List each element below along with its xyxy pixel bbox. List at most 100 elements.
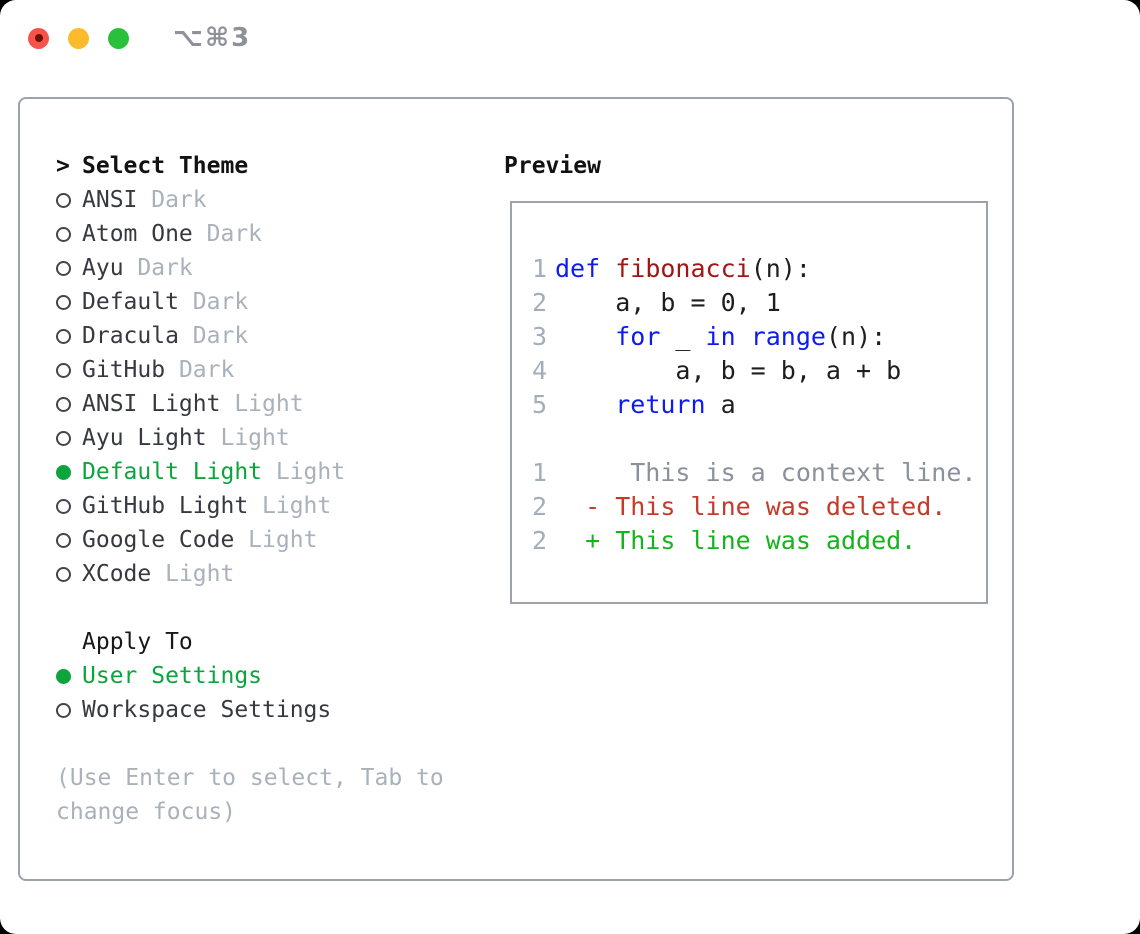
radio-icon bbox=[56, 464, 71, 480]
theme-item-6[interactable]: ANSI Light Light bbox=[56, 387, 496, 421]
code-line-3: 4 a, b = b, a + b bbox=[532, 354, 986, 388]
radio-cell bbox=[56, 260, 82, 276]
code-segment: in bbox=[705, 322, 736, 351]
minimize-button-icon[interactable] bbox=[68, 27, 89, 49]
theme-item-11[interactable]: XCode Light bbox=[56, 557, 496, 591]
window-shortcut-label: ⌥⌘3 bbox=[173, 23, 252, 53]
line-number: 5 bbox=[532, 390, 548, 419]
theme-variant: Light bbox=[234, 527, 318, 553]
apply-option-label: User Settings bbox=[82, 663, 263, 689]
line-number: 3 bbox=[532, 322, 548, 351]
radio-cell bbox=[56, 226, 82, 242]
close-dot-icon bbox=[34, 34, 43, 42]
radio-cell bbox=[56, 668, 82, 684]
code-segment: def bbox=[555, 254, 601, 283]
code-segment: return bbox=[615, 390, 706, 419]
theme-list-title: Select Theme bbox=[82, 153, 249, 179]
cursor-cell: > bbox=[56, 153, 82, 179]
line-number: 1 bbox=[532, 458, 548, 487]
code-segment: (n): bbox=[825, 322, 887, 351]
theme-variant: Light bbox=[151, 561, 235, 587]
theme-name: GitHub bbox=[82, 357, 166, 383]
theme-name: Ayu bbox=[82, 255, 124, 281]
radio-icon bbox=[56, 294, 71, 310]
theme-name: Google Code bbox=[82, 527, 235, 553]
code-segment: a bbox=[705, 390, 736, 419]
cursor-icon: > bbox=[56, 153, 70, 179]
theme-name: Atom One bbox=[82, 221, 193, 247]
radio-cell bbox=[56, 328, 82, 344]
code-segment: (n): bbox=[750, 254, 811, 283]
theme-name: ANSI bbox=[82, 187, 138, 213]
code-line-7: 2 - This line was deleted. bbox=[532, 490, 986, 524]
apply-option-label: Workspace Settings bbox=[82, 697, 332, 723]
code-segment: _ bbox=[660, 322, 706, 351]
radio-icon bbox=[56, 498, 71, 514]
radio-cell bbox=[56, 702, 82, 718]
line-number: 2 bbox=[532, 288, 548, 317]
theme-variant: Light bbox=[248, 493, 332, 519]
code-segment: range bbox=[750, 322, 826, 351]
line-number: 4 bbox=[532, 356, 548, 385]
code-line-8: 2 + This line was added. bbox=[532, 524, 986, 558]
theme-variant: Light bbox=[206, 425, 290, 451]
radio-icon bbox=[56, 702, 71, 718]
apply-option-0[interactable]: User Settings bbox=[56, 659, 496, 693]
theme-name: GitHub Light bbox=[82, 493, 249, 519]
radio-icon bbox=[56, 566, 71, 582]
line-number: 2 bbox=[532, 492, 548, 521]
radio-icon bbox=[56, 362, 71, 378]
radio-cell bbox=[56, 192, 82, 208]
theme-item-1[interactable]: Atom One Dark bbox=[56, 217, 496, 251]
code-segment: a, b = 0, 1 bbox=[555, 288, 781, 317]
theme-variant: Dark bbox=[192, 221, 263, 247]
traffic-lights bbox=[28, 27, 129, 49]
theme-variant: Dark bbox=[123, 255, 193, 281]
theme-variant: Light bbox=[220, 391, 304, 417]
code-segment: a, b = b, a + b bbox=[555, 356, 902, 385]
code-segment bbox=[555, 390, 615, 419]
theme-item-0[interactable]: ANSI Dark bbox=[56, 183, 496, 217]
theme-name: Ayu Light bbox=[82, 425, 207, 451]
theme-item-8[interactable]: Default Light Light bbox=[56, 455, 496, 489]
titlebar: ⌥⌘3 bbox=[0, 0, 1140, 76]
code-segment: for bbox=[615, 322, 661, 351]
theme-item-10[interactable]: Google Code Light bbox=[56, 523, 496, 557]
line-number: 1 bbox=[532, 254, 548, 283]
spacer bbox=[56, 591, 496, 625]
theme-item-2[interactable]: Ayu Dark bbox=[56, 251, 496, 285]
radio-cell bbox=[56, 396, 82, 412]
radio-icon bbox=[56, 226, 71, 242]
code-line-6: 1 This is a context line. bbox=[532, 456, 986, 490]
radio-cell bbox=[56, 566, 82, 582]
zoom-button-icon[interactable] bbox=[108, 27, 129, 49]
code-line-1: 2 a, b = 0, 1 bbox=[532, 286, 986, 320]
radio-icon bbox=[56, 532, 71, 548]
code-line-2: 3 for _ in range(n): bbox=[532, 320, 986, 354]
apply-to-header: Apply To bbox=[56, 625, 496, 659]
theme-variant: Light bbox=[262, 459, 346, 485]
radio-icon bbox=[56, 396, 71, 412]
theme-name: Default bbox=[82, 289, 179, 315]
radio-icon bbox=[56, 192, 71, 208]
code-segment: This is a context line. bbox=[555, 458, 977, 487]
theme-item-4[interactable]: Dracula Dark bbox=[56, 319, 496, 353]
code-segment: + This line was added. bbox=[555, 526, 917, 555]
code-line-4: 5 return a bbox=[532, 388, 986, 422]
apply-option-1[interactable]: Workspace Settings bbox=[56, 693, 496, 727]
code-line-5 bbox=[532, 422, 986, 456]
theme-item-9[interactable]: GitHub Light Light bbox=[56, 489, 496, 523]
close-button-icon[interactable] bbox=[28, 27, 49, 49]
line-number: 2 bbox=[532, 526, 548, 555]
theme-item-3[interactable]: Default Dark bbox=[56, 285, 496, 319]
apply-to-title: Apply To bbox=[82, 629, 193, 655]
theme-name: Default Light bbox=[82, 459, 263, 485]
theme-item-5[interactable]: GitHub Dark bbox=[56, 353, 496, 387]
theme-name: XCode bbox=[82, 561, 152, 587]
theme-item-7[interactable]: Ayu Light Light bbox=[56, 421, 496, 455]
